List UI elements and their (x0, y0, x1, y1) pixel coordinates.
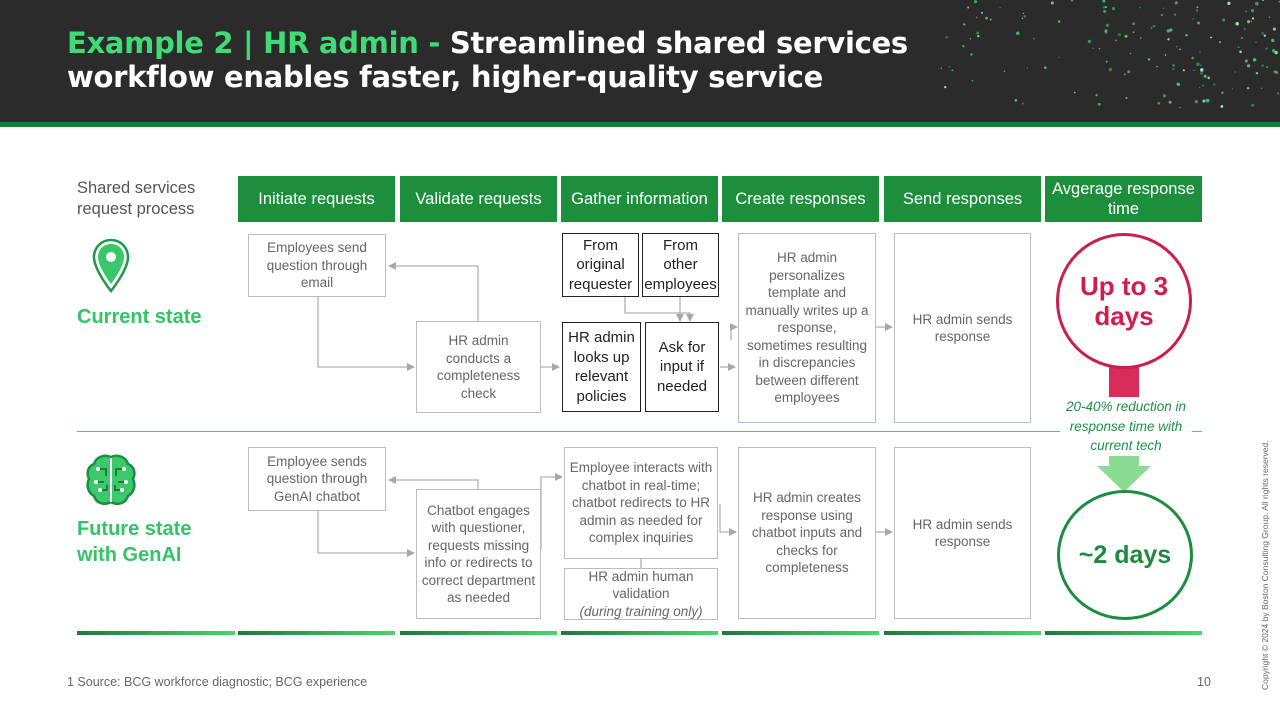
future-send-box: HR admin sends response (894, 447, 1031, 619)
future-validation-text: HR admin human validation (588, 568, 694, 602)
future-validate-box: Chatbot engages with questioner, request… (416, 489, 541, 619)
future-state-label: Future state with GenAI (77, 518, 192, 566)
page-title: Example 2 | HR admin - Streamlined share… (67, 26, 1047, 94)
stage-send: Send responses (884, 176, 1041, 222)
process-label: Shared services request process (77, 179, 196, 218)
stage-initiate: Initiate requests (238, 176, 395, 222)
current-time-circle: Up to 3 days (1056, 233, 1192, 369)
stage-create: Create responses (722, 176, 879, 222)
future-initiate-box: Employee sends question through GenAI ch… (248, 447, 386, 511)
current-send-box: HR admin sends response (894, 233, 1031, 423)
header-band (0, 0, 1280, 122)
bottom-bar-label (77, 631, 235, 635)
future-validation-note: (during training only) (579, 603, 703, 619)
stage-validate: Validate requests (400, 176, 557, 222)
bottom-bar-validate (400, 631, 557, 635)
stage-gather: Gather information (561, 176, 718, 222)
current-state-label: Current state (77, 306, 202, 328)
footer-source: 1 Source: BCG workforce diagnostic; BCG … (67, 675, 368, 689)
current-gather-other-box: From other employees (642, 233, 719, 297)
future-gather-chatbot-box: Employee interacts with chatbot in real-… (564, 447, 718, 559)
page-number: 10 (1197, 675, 1211, 689)
current-gather-original-box: From original requester (562, 233, 639, 297)
stage-response-time: Avgerage response time (1045, 176, 1202, 222)
row-divider (77, 431, 1202, 432)
current-validate-box: HR admin conducts a completeness check (416, 321, 541, 413)
future-gather-validation-box: HR admin human validation (during traini… (564, 568, 718, 620)
bottom-bar-create (722, 631, 879, 635)
location-pin-icon (92, 238, 130, 293)
header-underline (0, 122, 1280, 127)
future-create-box: HR admin creates response using chatbot … (738, 447, 876, 619)
current-initiate-box: Employees send question through email (248, 234, 386, 297)
bottom-bar-initiate (238, 631, 395, 635)
reduction-note: 20-40% reduction in response time with c… (1060, 397, 1192, 456)
title-rest: Streamlined shared services workflow ena… (67, 26, 908, 94)
dots-decoration (940, 0, 1280, 109)
current-create-box: HR admin personalizes template and manua… (738, 233, 876, 423)
current-gather-policies-box: HR admin looks up relevant policies (562, 322, 641, 412)
current-gather-input-box: Ask for input if needed (645, 322, 719, 412)
future-time-value: ~2 days (1078, 540, 1172, 569)
bottom-bar-send (884, 631, 1041, 635)
future-time-circle: ~2 days (1057, 490, 1193, 620)
title-highlight: Example 2 | HR admin - (67, 26, 441, 60)
copyright-notice: Copyright © 2024 by Boston Consulting Gr… (1260, 440, 1270, 690)
bottom-bar-time (1045, 631, 1202, 635)
current-time-value: Up to 3 days (1079, 271, 1169, 331)
bottom-bar-gather (561, 631, 718, 635)
brain-icon (86, 454, 136, 505)
